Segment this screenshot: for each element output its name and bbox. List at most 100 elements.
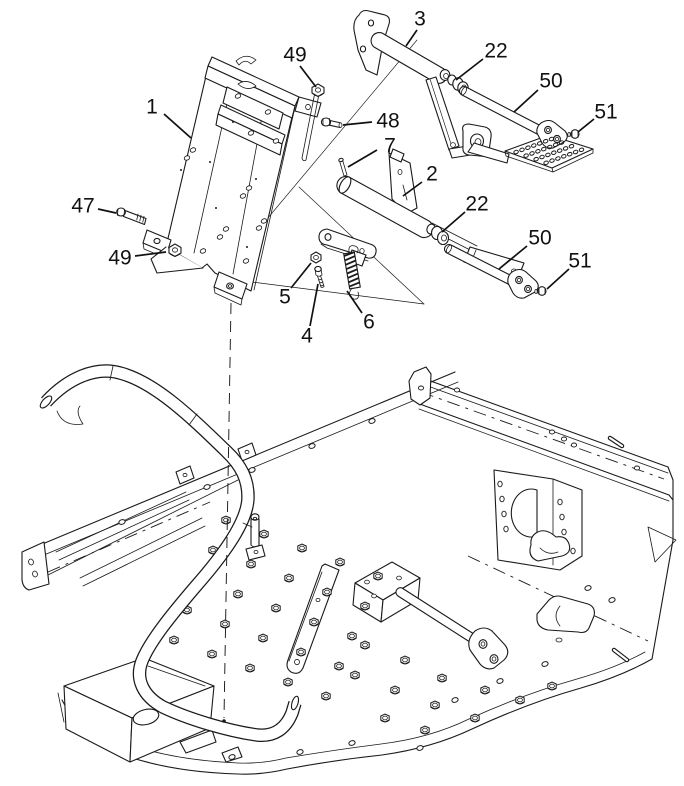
- spring-coil-line: [348, 281, 360, 288]
- callout-leader-51-5: [577, 118, 595, 133]
- callout-label-51-5: 51: [594, 101, 617, 124]
- deck-nut: [380, 713, 390, 723]
- frame-foot-bracket-2: [536, 595, 595, 634]
- bolt-4: [314, 265, 325, 288]
- deck-nut: [246, 559, 256, 569]
- deck-nut: [296, 647, 306, 657]
- vertical-centerline: [223, 302, 232, 719]
- pedal-hole: [549, 158, 555, 163]
- callout-label-6-16: 6: [363, 311, 375, 334]
- deck-nut: [470, 713, 480, 723]
- deck-hole: [296, 749, 304, 755]
- deck-nut: [245, 663, 255, 673]
- chassis-frame: [21, 366, 677, 775]
- deck-nut: [259, 529, 269, 539]
- pedal-hole: [523, 153, 529, 158]
- deck-hole: [308, 443, 316, 449]
- pedal-hole: [541, 146, 547, 152]
- tower-hole: [234, 93, 242, 99]
- pedal-hole: [578, 147, 585, 153]
- deck-nut: [547, 681, 557, 691]
- deck-hole: [416, 745, 424, 751]
- beam-hole: [548, 429, 556, 435]
- frame-foot-bracket: [529, 530, 571, 562]
- nut-5: [310, 251, 322, 264]
- deck-hole: [451, 697, 459, 703]
- clevis-bracket: [468, 627, 509, 670]
- tower-hole: [272, 138, 280, 144]
- pedal-hole: [519, 147, 525, 153]
- tower-hole: [183, 155, 191, 161]
- deck-hole: [348, 740, 356, 746]
- tower-hole: [239, 193, 247, 199]
- rivet-dot: [232, 121, 234, 123]
- beam-hole: [453, 387, 461, 393]
- pedal-hole: [545, 152, 551, 158]
- spring-coil-line: [345, 264, 357, 270]
- callout-leader-1-0: [163, 113, 192, 139]
- deck-hole: [541, 661, 549, 667]
- deck-nut: [350, 670, 360, 680]
- callout-label-3-2: 3: [414, 8, 426, 31]
- tower-hole: [245, 185, 253, 191]
- rivet-dot: [209, 161, 211, 163]
- callout-leader-49-1: [299, 65, 317, 88]
- spring-coil-line: [346, 268, 358, 275]
- spring-coil-line: [343, 251, 355, 257]
- pedal-hole: [551, 150, 557, 155]
- deck-nut: [373, 571, 383, 581]
- projection-line: [251, 281, 425, 305]
- bolt-48: [320, 117, 343, 129]
- shaft-assembly: [352, 561, 509, 670]
- pedal-hole: [558, 140, 565, 145]
- pedal-hole: [525, 145, 531, 150]
- rivet-dot: [246, 246, 248, 248]
- pedal-hole: [529, 151, 535, 156]
- plate-hole: [503, 525, 509, 533]
- pedal-hole: [513, 149, 519, 155]
- tower-hole: [222, 226, 230, 232]
- beam-hole: [417, 385, 425, 391]
- deck-nut: [390, 685, 400, 695]
- spring-coil-line: [348, 277, 360, 284]
- rivet-dot: [215, 207, 217, 209]
- deck-hole: [608, 597, 616, 603]
- plate-hole: [570, 547, 576, 555]
- plate-hole: [497, 480, 503, 488]
- tower-hole: [199, 248, 207, 254]
- deck-nut: [430, 700, 440, 710]
- nut-49-upper: [311, 83, 325, 98]
- callout-leader-47-12: [97, 208, 117, 214]
- bolt-51-upper: [567, 129, 580, 139]
- projection-line: [261, 39, 418, 226]
- deck-hole: [584, 585, 592, 591]
- callout-label-1-0: 1: [146, 96, 158, 119]
- callout-leader-3-2: [405, 29, 418, 47]
- deck-hole: [228, 754, 236, 760]
- rivet-dot: [180, 169, 182, 171]
- callout-leader-5-14: [290, 262, 312, 289]
- deck-nut: [420, 725, 430, 735]
- plate-hole: [557, 498, 563, 506]
- part-3-pedal-lever: [353, 9, 594, 173]
- tower-hole: [189, 147, 197, 153]
- left-rail-cap: [21, 541, 50, 591]
- beam-hole: [560, 436, 568, 442]
- tower-hole: [264, 109, 272, 115]
- deck-nut: [515, 695, 525, 705]
- callout-label-48-6: 48: [376, 110, 399, 133]
- spring-coil-line: [347, 272, 359, 279]
- callout-leader-49-13: [134, 251, 167, 257]
- callout-label-49-1: 49: [283, 44, 306, 67]
- beam-hole: [570, 442, 578, 448]
- bolt-51-lower: [534, 286, 547, 296]
- pedal-hole: [568, 143, 575, 149]
- plate-hole: [501, 510, 507, 518]
- pedal-hole: [536, 141, 543, 146]
- deck-nut: [480, 685, 490, 695]
- rod-end-bracket-lower: [507, 268, 539, 299]
- deck-hole: [118, 519, 126, 525]
- callout-leader-6-16: [346, 290, 363, 314]
- callout-label-47-12: 47: [71, 195, 94, 218]
